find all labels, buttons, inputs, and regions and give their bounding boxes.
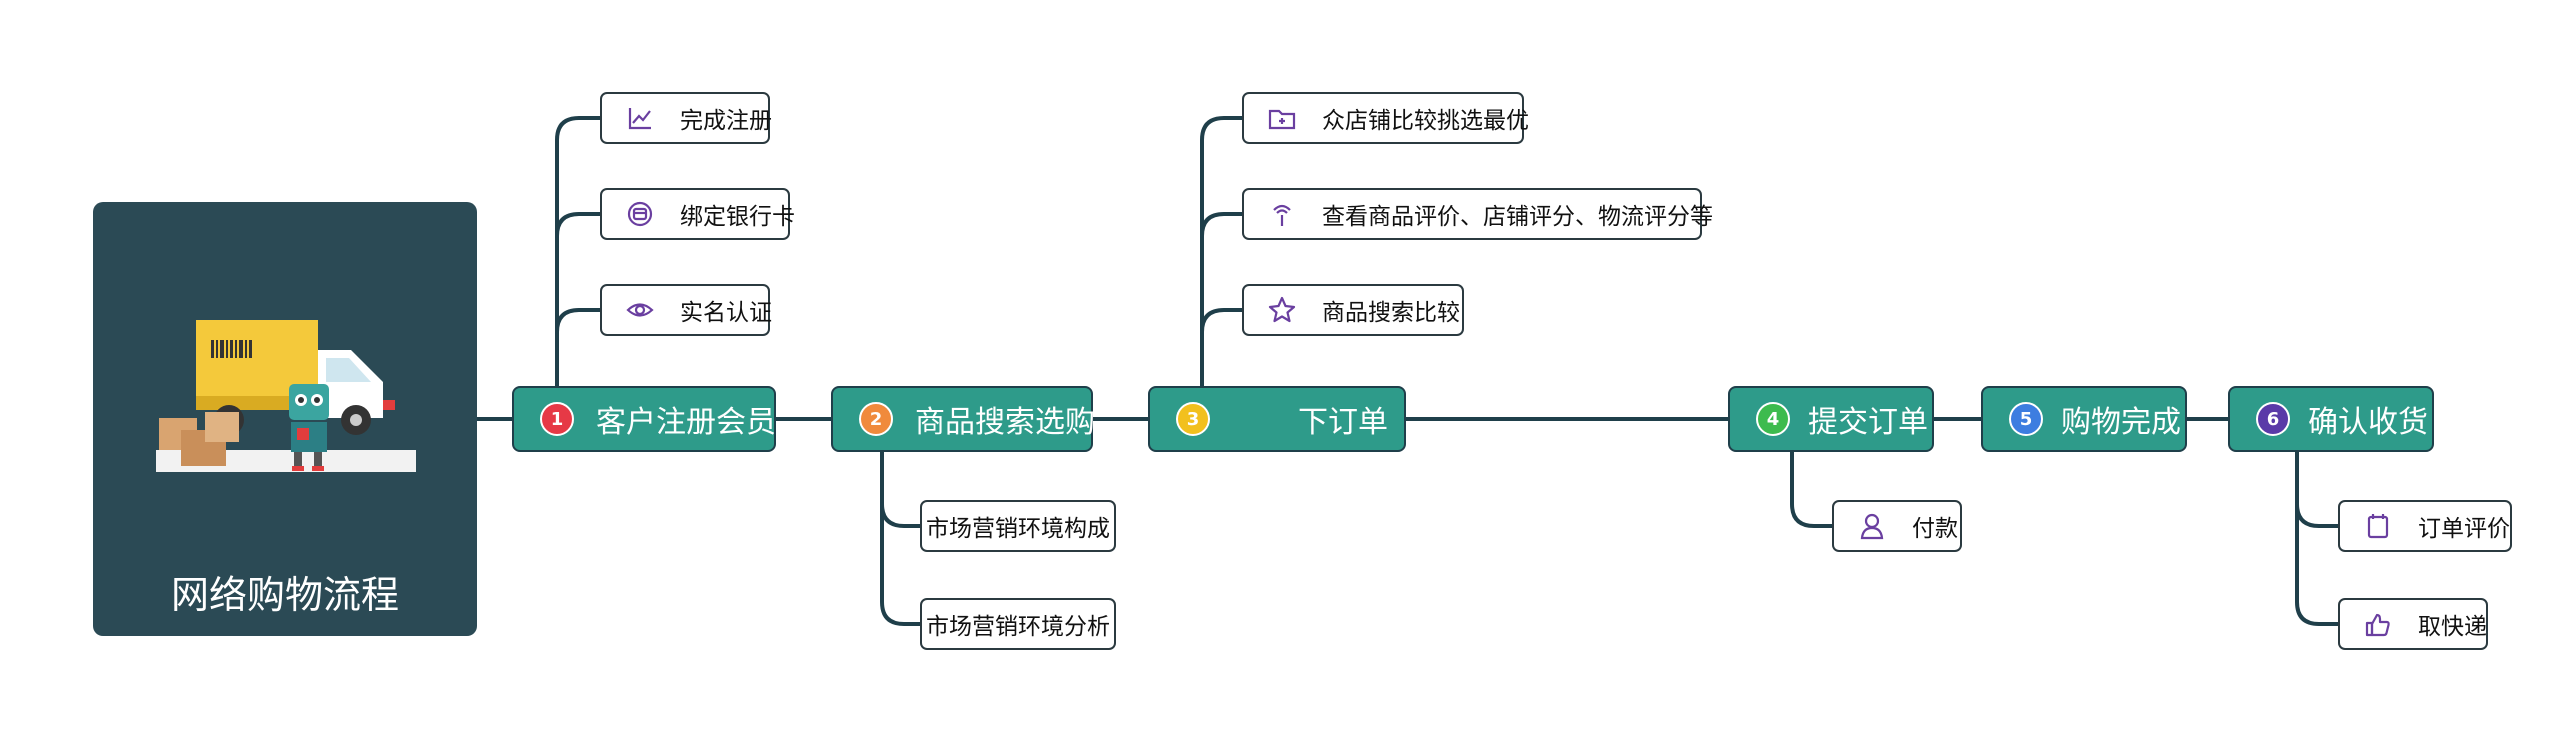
topic-label: 购物完成 [2061,405,2181,440]
number-badge: 2 [859,402,893,436]
delivery-truck-illustration [156,320,416,472]
topic-label: 下订单 [1298,405,1388,440]
chart-icon [620,98,660,138]
subtopic-marketing-env-analysis[interactable]: 市场营销环境分析 [920,598,1116,650]
topic-shopping-complete[interactable]: 5 购物完成 [1981,386,2187,452]
root-title: 网络购物流程 [170,573,399,617]
topic-label: 客户注册会员 [596,405,776,440]
subtopic-compare-stores[interactable]: 众店铺比较挑选最优 [1242,92,1529,144]
topic-label: 商品搜索选购 [915,405,1095,440]
root-node[interactable]: 网络购物流程 [93,202,477,636]
star-icon [1262,290,1302,330]
eye-icon [620,290,660,330]
topic-label: 确认收货 [2308,405,2428,440]
topic-label: 提交订单 [1808,405,1928,440]
folder-icon [1262,98,1302,138]
subtopic-complete-registration[interactable]: 完成注册 [600,92,772,144]
subtopic-bind-bank-card[interactable]: 绑定银行卡 [600,188,795,240]
note-icon [2358,506,2398,546]
person-icon [1852,506,1892,546]
subtopic-payment[interactable]: 付款 [1832,500,1962,552]
topic-confirm-receipt[interactable]: 6 确认收货 [2228,386,2434,452]
number-badge: 4 [1756,402,1790,436]
topic-place-order[interactable]: 3 下订单 [1148,386,1406,452]
card-icon [620,194,660,234]
subtopic-pick-up-parcel[interactable]: 取快递 [2338,598,2488,650]
number-badge: 5 [2009,402,2043,436]
number-badge: 3 [1176,402,1210,436]
topic-search-select[interactable]: 2 商品搜索选购 [831,386,1095,452]
subtopic-view-reviews-ratings[interactable]: 查看商品评价、店铺评分、物流评分等 [1242,188,1713,240]
subtopic-marketing-env-composition[interactable]: 市场营销环境构成 [920,500,1116,552]
number-badge: 6 [2256,402,2290,436]
signal-icon [1262,194,1302,234]
subtopic-order-review[interactable]: 订单评价 [2338,500,2512,552]
topic-register-member[interactable]: 1 客户注册会员 [512,386,776,452]
thumb-icon [2358,604,2398,644]
topic-submit-order[interactable]: 4 提交订单 [1728,386,1934,452]
subtopic-real-name-verification[interactable]: 实名认证 [600,284,772,336]
subtopic-product-search-compare[interactable]: 商品搜索比较 [1242,284,1464,336]
number-badge: 1 [540,402,574,436]
